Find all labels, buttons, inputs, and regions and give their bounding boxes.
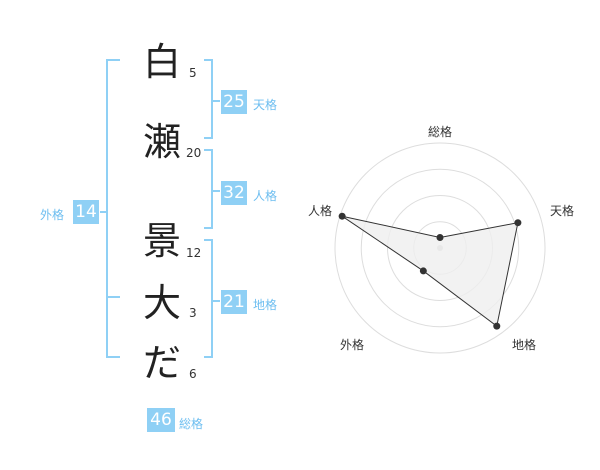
radar-axis-label-jinkaku: 人格 [308,204,333,218]
radar-axis-label-soukaku: 総格 [428,125,453,139]
gaikaku-bracket [106,59,120,358]
radar-ring [334,142,546,354]
chikaku-value-badge: 21 [221,290,247,314]
chikaku-bracket [204,239,213,358]
radar-axis-label-tenkaku: 天格 [550,204,575,218]
stroke-count: 5 [189,66,197,80]
radar-point-4 [338,212,346,220]
gaikaku-value-badge: 14 [73,200,99,224]
name-char: 瀬 [143,120,182,164]
jinkaku-label: 人格 [253,189,278,203]
soukaku-value-badge: 46 [147,408,175,432]
stroke-count: 20 [186,146,202,160]
tenkaku-value-badge: 25 [221,90,247,114]
radar-axis-label-chikaku: 地格 [512,338,537,352]
soukaku-label: 総格 [179,417,204,431]
jinkaku-bracket [204,149,213,229]
radar-axis-label-gaikaku: 外格 [340,338,365,352]
radar-point-2 [493,322,501,330]
chikaku-label: 地格 [253,298,278,312]
name-char: 景 [143,219,182,263]
name-char: だ [143,341,182,385]
radar-ring [360,168,520,328]
stroke-count: 12 [186,246,202,260]
radar-polygon [341,215,519,328]
tenkaku-bracket [204,59,213,139]
gaikaku-label: 外格 [40,208,65,222]
radar-point-0 [436,234,444,241]
stroke-count: 3 [189,306,197,320]
jinkaku-value-badge: 32 [221,181,247,205]
name-char: 大 [143,281,182,325]
tenkaku-label: 天格 [253,98,278,112]
name-char: 白 [143,40,182,84]
radar-point-1 [514,219,522,227]
stroke-count: 6 [189,367,197,381]
radar-point-3 [419,267,427,275]
